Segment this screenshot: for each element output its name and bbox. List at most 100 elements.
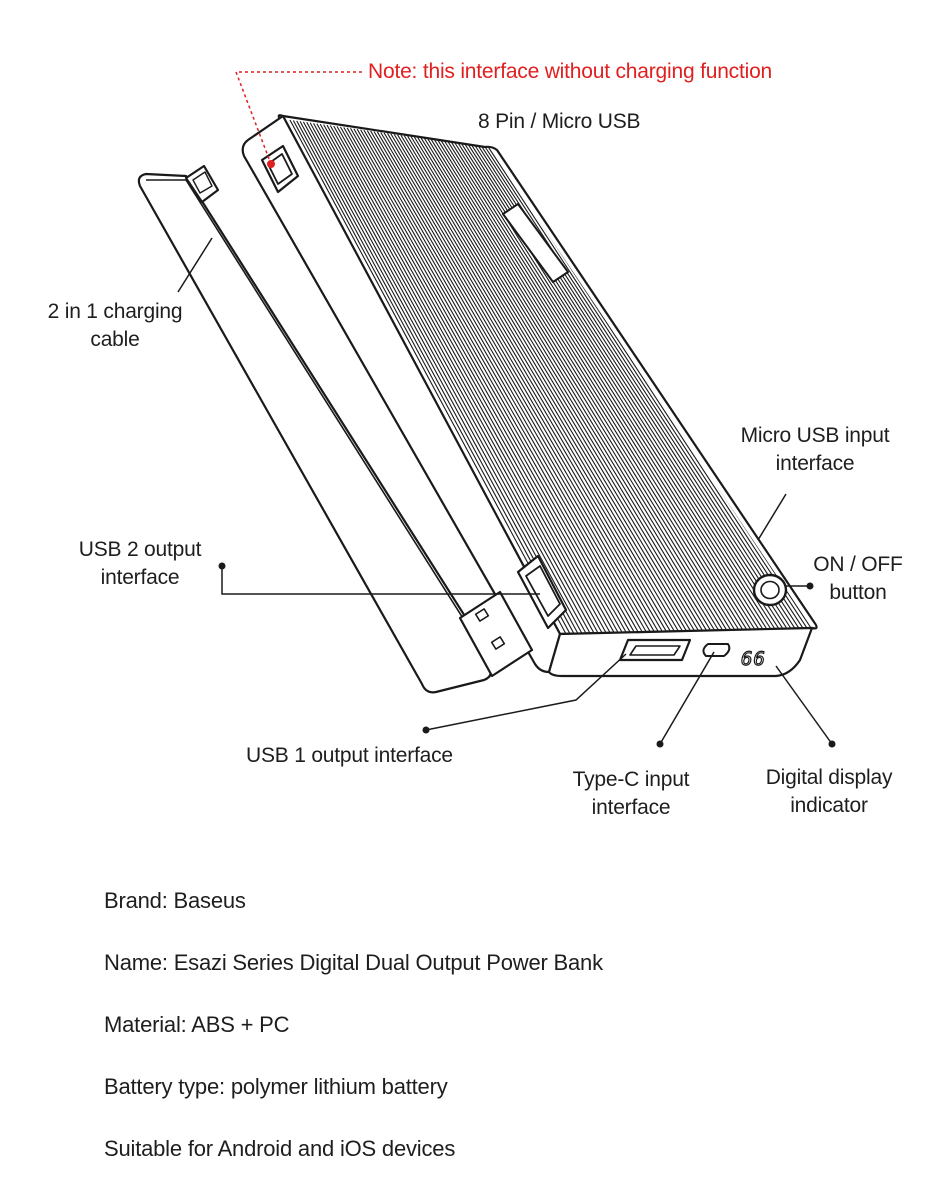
cable-label-line2: cable xyxy=(90,328,140,351)
usb2-output-label: USB 2 output interface xyxy=(60,536,220,592)
note-label: Note: this interface without charging fu… xyxy=(368,58,772,86)
rib-line xyxy=(292,120,571,634)
rib-line xyxy=(383,132,679,632)
rib-line xyxy=(299,121,579,634)
leader-lines xyxy=(177,71,836,748)
rib-line xyxy=(484,146,800,629)
power-bank-diagram: 66 xyxy=(137,71,836,748)
connector-text: 8 Pin / Micro USB xyxy=(478,110,641,133)
rib-line xyxy=(366,130,659,633)
rib-line xyxy=(417,137,720,631)
rib-line xyxy=(296,120,575,634)
spec-name: Name: Esazi Series Digital Dual Output P… xyxy=(104,950,603,975)
usb1-label-text: USB 1 output interface xyxy=(246,744,453,767)
rib-line xyxy=(370,130,663,632)
on-off-label-line1: ON / OFF xyxy=(813,553,903,576)
rib-line xyxy=(444,140,752,630)
type-c-leader xyxy=(659,651,715,745)
type-c-input-label: Type-C input interface xyxy=(556,766,706,822)
cable-label: 2 in 1 charging cable xyxy=(30,298,200,354)
rib-line xyxy=(397,134,695,632)
rib-line xyxy=(423,138,728,631)
rib-line xyxy=(353,128,643,633)
rib-line xyxy=(339,126,627,633)
rib-line xyxy=(289,119,567,634)
on-off-label-line2: button xyxy=(829,581,887,604)
spec-battery-type: Battery type: polymer lithium battery xyxy=(104,1074,448,1099)
lightning-tip-icon xyxy=(184,164,220,204)
rib-line xyxy=(316,123,599,634)
rib-line xyxy=(403,135,704,631)
rib-line xyxy=(437,139,744,630)
rib-line xyxy=(376,131,671,632)
rib-line xyxy=(329,125,615,634)
rib-line xyxy=(434,139,740,631)
rib-line xyxy=(407,135,708,631)
rib-line xyxy=(323,124,607,634)
type-c-label-line1: Type-C input xyxy=(572,768,690,791)
usb1-output-label: USB 1 output interface xyxy=(246,742,453,770)
note-leader xyxy=(234,71,362,165)
usb2-label-line1: USB 2 output xyxy=(78,538,202,561)
rib-line xyxy=(343,127,631,633)
digital-display-label: Digital display indicator xyxy=(744,764,914,820)
connector-label: 8 Pin / Micro USB xyxy=(478,108,641,136)
cable-label-line1: 2 in 1 charging xyxy=(47,300,183,323)
rib-line xyxy=(427,138,732,631)
display-digits: 66 xyxy=(741,648,766,670)
spec-list: Brand: Baseus Name: Esazi Series Digital… xyxy=(104,886,904,1196)
cable-leader xyxy=(177,237,213,293)
spec-compatibility: Suitable for Android and iOS devices xyxy=(104,1136,456,1161)
type-c-label-line2: interface xyxy=(591,796,671,819)
rib-line xyxy=(363,129,655,633)
spec-material: Material: ABS + PC xyxy=(104,1012,290,1037)
ribbed-texture xyxy=(289,119,812,634)
rib-line xyxy=(440,140,748,630)
rib-line xyxy=(350,127,639,633)
rib-line xyxy=(313,122,595,634)
usb1-leader xyxy=(425,653,627,731)
rib-line xyxy=(373,131,667,632)
rib-line xyxy=(302,121,583,634)
rib-line xyxy=(393,133,691,632)
side-window xyxy=(502,203,569,283)
rib-line xyxy=(306,122,587,634)
rib-line xyxy=(390,133,687,632)
rib-line xyxy=(420,137,724,631)
spec-brand: Brand: Baseus xyxy=(104,888,246,913)
rib-line xyxy=(410,136,712,631)
display-label-line2: indicator xyxy=(790,794,868,817)
display-leader xyxy=(775,665,833,745)
note-text: Note: this interface without charging fu… xyxy=(368,60,773,83)
power-button-icon xyxy=(752,573,788,607)
usb2-leader xyxy=(221,566,540,595)
rib-line xyxy=(450,141,760,630)
micro-usb-label-line2: interface xyxy=(775,452,855,475)
rib-line xyxy=(346,127,635,633)
rib-line xyxy=(447,141,756,630)
lightning-port-icon xyxy=(260,144,300,194)
rib-line xyxy=(380,132,675,632)
rib-line xyxy=(356,128,647,633)
type-c-port-icon xyxy=(702,643,731,657)
power-bank-left-face xyxy=(241,114,562,674)
rib-line xyxy=(487,146,804,629)
rib-line xyxy=(360,129,651,633)
rib-line xyxy=(319,123,603,634)
micro-usb-input-label: Micro USB input interface xyxy=(720,422,910,478)
rib-line xyxy=(326,124,611,634)
rib-line xyxy=(413,136,716,631)
rib-line xyxy=(400,134,700,632)
rib-line xyxy=(430,138,736,631)
charging-cable xyxy=(137,164,534,694)
usb2-label-line2: interface xyxy=(100,566,180,589)
usb1-port-icon xyxy=(618,638,692,662)
power-bank-body xyxy=(241,114,818,678)
rib-line xyxy=(333,125,619,633)
display-label-line1: Digital display xyxy=(765,766,893,789)
rib-line xyxy=(454,142,764,630)
on-off-label: ON / OFF button xyxy=(808,551,908,607)
rib-line xyxy=(309,122,591,634)
micro-usb-leader xyxy=(757,493,787,541)
rib-line xyxy=(386,133,683,632)
